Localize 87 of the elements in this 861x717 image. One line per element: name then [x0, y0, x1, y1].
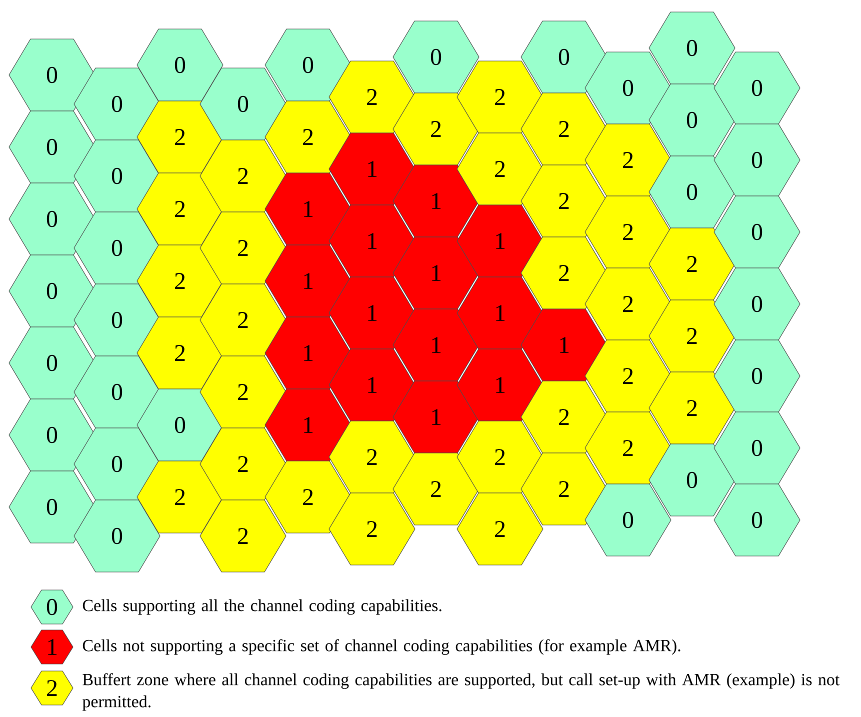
hex-cell: 2 [136, 460, 224, 534]
hex-cell: 2 [200, 500, 286, 572]
hex-cell: 2 [200, 140, 286, 212]
hex-cell: 0 [714, 196, 800, 268]
hex-cell: 2 [200, 356, 286, 428]
hex-cell: 0 [584, 52, 672, 124]
hex-cell: 2 [136, 172, 224, 246]
hex-cell: 1 [456, 348, 544, 422]
hex-cell: 0 [8, 470, 96, 544]
hex-cell: 0 [74, 428, 160, 500]
hex-cell: 0 [714, 268, 800, 340]
hex-cell: 2 [456, 132, 544, 206]
hex-cell: 0 [74, 284, 160, 356]
hex-cell: 2 [520, 380, 608, 454]
hex-cell: 1 [264, 244, 352, 318]
hex-cell: 0 [714, 52, 800, 124]
hex-cell: 0 [74, 356, 160, 428]
hex-cell: 0 [714, 484, 800, 556]
hex-cell: 2 [328, 420, 416, 494]
hex-cell: 2 [520, 236, 608, 310]
hex-cell: 2 [136, 100, 224, 174]
hex-cell: 0 [520, 20, 608, 94]
hex-cell: 2 [136, 244, 224, 318]
hex-cell: 1 [328, 276, 416, 350]
hex-cell: 0 [584, 484, 672, 556]
legend-text: Buffert zone where all channel coding capabilities are supported, but call set-up with AMR (example) is not permitted. [82, 673, 840, 711]
hex-cell: 0 [8, 38, 96, 112]
hex-cell: 2 [264, 100, 352, 174]
hex-cell: 0 [74, 212, 160, 284]
hex-cell: 2 [584, 268, 672, 340]
hex-cell: 0 [648, 156, 736, 228]
hex-cell: 0 [136, 388, 224, 462]
hex-cell: 2 [456, 60, 544, 134]
hex-cell: 1 [456, 204, 544, 278]
hex-cell: 0 [8, 326, 96, 400]
hex-cell: 1 [328, 348, 416, 422]
hex-cell: 0 [200, 68, 286, 140]
legend-text: Cells not supporting a specific set of channel coding capabilities (for example AMR). [82, 639, 680, 655]
hex-cell: 2 [200, 428, 286, 500]
hex-cell: 2 [520, 452, 608, 526]
hex-cell: 2 [264, 460, 352, 534]
hex-cell: 0 [74, 140, 160, 212]
hex-cell: 0 [648, 12, 736, 84]
hex-cell: 2 [456, 420, 544, 494]
hex-cell: 2 [584, 412, 672, 484]
hex-cell: 0 [8, 398, 96, 472]
hex-cell: 2 [328, 492, 416, 566]
hex-cell: 0 [264, 28, 352, 102]
hex-cell: 0 [648, 84, 736, 156]
hex-cell: 1 [264, 388, 352, 462]
hex-cell: 1 [328, 204, 416, 278]
hex-cell: 2 [200, 212, 286, 284]
hex-cell: 0 [8, 254, 96, 328]
hex-cell: 2 [392, 452, 480, 526]
hex-cell: 0 [714, 412, 800, 484]
hex-cell: 0 [392, 20, 480, 94]
hex-cell: 2 [520, 164, 608, 238]
hex-cell: 2 [136, 316, 224, 390]
hex-cell: 2 [200, 284, 286, 356]
hex-cell: 2 [584, 196, 672, 268]
hex-cell: 1 [456, 276, 544, 350]
hex-cell: 1 [392, 164, 480, 238]
hex-cell: 2 [584, 124, 672, 196]
hex-cell: 0 [74, 500, 160, 572]
hex-cell: 0 [714, 340, 800, 412]
hex-cell: 0 [8, 110, 96, 184]
hex-cell: 2 [648, 300, 736, 372]
hex-cell: 2 [648, 372, 736, 444]
hex-cell: 2 [520, 92, 608, 166]
hex-cell: 2 [392, 92, 480, 166]
hex-cell: 1 [328, 132, 416, 206]
hex-cell: 0 [714, 124, 800, 196]
hex-cell: 2 [456, 492, 544, 566]
hex-cell: 1 [392, 236, 480, 310]
hex-cell: 0 [8, 182, 96, 256]
hex-cell: 2 [584, 340, 672, 412]
hex-cell: 1 [264, 316, 352, 390]
hex-cell: 0 [136, 28, 224, 102]
hex-cell: 1 [392, 308, 480, 382]
hex-cell: 1 [520, 308, 608, 382]
hex-cell: 0 [74, 68, 160, 140]
legend-text: Cells supporting all the channel coding capabilities. [82, 599, 442, 615]
hex-cell: 2 [648, 228, 736, 300]
hex-cell: 0 [648, 444, 736, 516]
hex-cell: 2 [328, 60, 416, 134]
hex-cell: 1 [392, 380, 480, 454]
hex-cell: 1 [264, 172, 352, 246]
